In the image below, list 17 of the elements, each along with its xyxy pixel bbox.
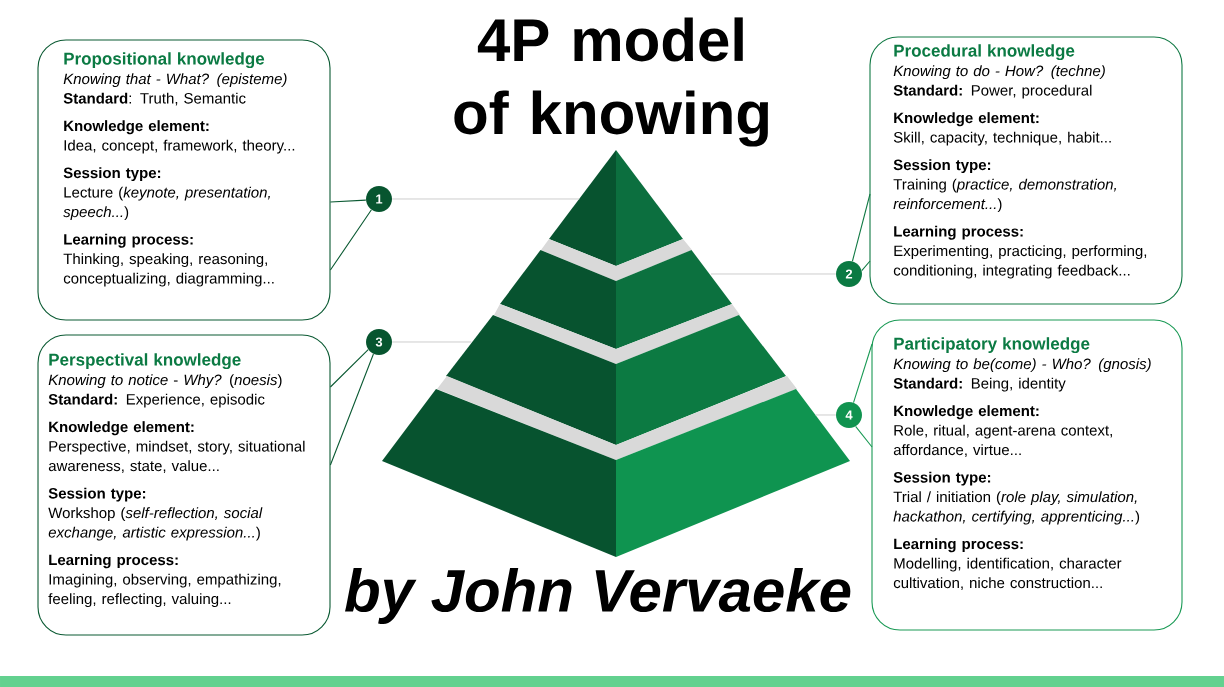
callout-tail	[329, 349, 374, 466]
callout-tail	[852, 343, 873, 448]
byline: by John Vervaeke	[345, 568, 851, 624]
callout-bubble: Procedural knowledge Knowing to do - How? (techne) Standard: Power, procedural Knowledge element: Skill, capacity, technique, habit... Session type: Training (practice, demonstration, reinforcement...) Learning process: Experimenting, practicing, performing, conditioning, integrating feedback...	[869, 36, 1183, 305]
callout-bubble: Propositional knowledge Knowing that - What? (episteme) Standard: Truth, Semantic Knowledge element: Idea, concept, framework, theory... Session type: Lecture (keynote, presentation, speech...) Learning process: Thinking, speaking, reasoning, conceptualizing, diagramming...	[37, 39, 331, 321]
pyramid-tier	[500, 239, 732, 349]
pyramid-tier	[446, 304, 786, 445]
number-badge: 2	[836, 261, 862, 287]
callout-bubble: Perspectival knowledge Knowing to notice - Why? (noesis) Standard: Experience, episodic Knowledge element: Perspective, mindset, story, situational awareness, state, value... Session type: Workshop (self-reflection, social exchange, artistic expression...) Learning process: Imagining, observing, empathizing, feeling, reflecting, valuing...	[37, 334, 331, 636]
callout-bubble: Participatory knowledge Knowing to be(come) - Who? (gnosis) Standard: Being, identity Knowledge element: Role, ritual, agent-arena context, affordance, virtue... Session type: Trial / initiation (role play, simulation, hackathon, certifying, apprenticing...) Learning process: Modelling, identification, character cultivation, niche construction...	[871, 319, 1183, 631]
number-badge: 3	[366, 329, 392, 355]
number-badge: 4	[836, 402, 862, 428]
callout-tail	[329, 199, 372, 271]
title: 4P model of knowing	[454, 17, 768, 147]
pyramid-tier	[549, 150, 683, 266]
number-badge: 1	[366, 186, 392, 212]
callout-tail	[851, 193, 871, 272]
